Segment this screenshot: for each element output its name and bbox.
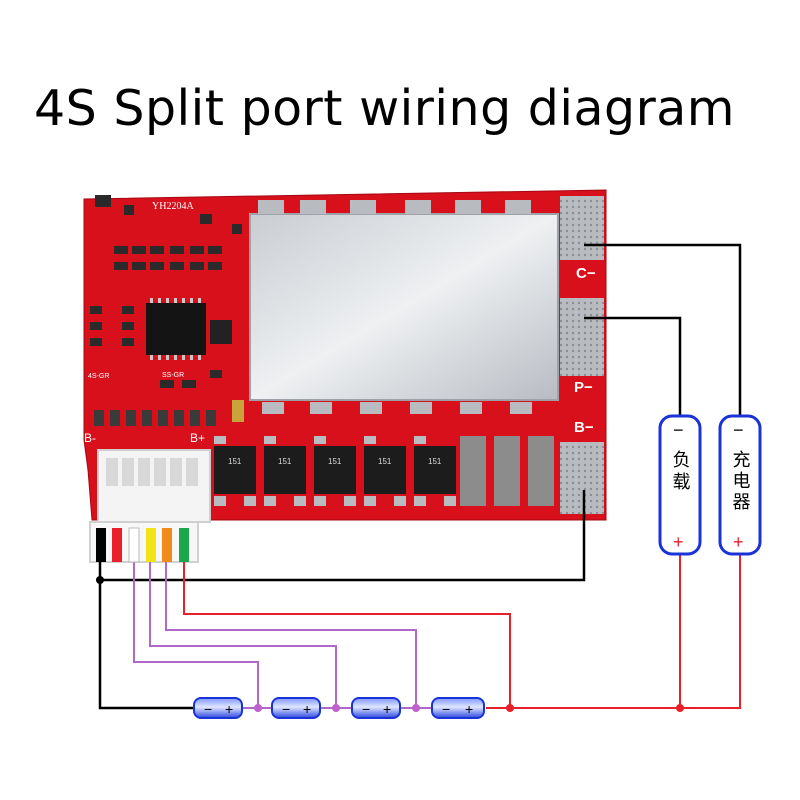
silk-b-minus: B- (84, 431, 96, 445)
cell-pos-sign: + (383, 701, 391, 717)
bms-board: YH2204A B- B+ 4S-GR SS-GR 151 151 151 15… (83, 189, 607, 563)
wire-junction (96, 576, 104, 584)
wire-charger-neg (584, 243, 742, 416)
connector-slots (106, 458, 198, 486)
charger-label: 充电器 (730, 450, 751, 513)
heatsink (249, 213, 559, 401)
wire-pack-positive (486, 552, 741, 709)
port-label-p-minus: P− (574, 379, 593, 396)
port-label-b-minus: B− (574, 419, 594, 436)
battery-cell: − + (271, 697, 321, 719)
silk-b-plus: B+ (190, 431, 205, 445)
port-label-c-minus: C− (576, 265, 596, 282)
diagram-title: 4S Split port wiring diagram (34, 80, 736, 137)
mosfet-markings: 151 151 151 151 151 (228, 457, 442, 466)
charger-device: − 充电器 + (718, 414, 762, 556)
mosfet-marking: 151 (328, 457, 342, 466)
cell-pos-sign: + (465, 701, 473, 717)
terminal-pad-p (560, 298, 604, 376)
load-device: − 负载 + (658, 414, 702, 556)
bottom-pad-row (262, 402, 532, 414)
silk-small-mid: SS-GR (162, 372, 184, 379)
mosfet-pads (214, 436, 456, 506)
mosfet-marking: 151 (278, 457, 292, 466)
balance-wire-3 (165, 562, 417, 708)
ic-pins (150, 298, 201, 360)
smd-components (90, 195, 242, 388)
balance-wire-4 (183, 562, 511, 708)
cell-neg-sign: − (204, 701, 212, 717)
top-pad-row (258, 200, 531, 214)
negative-wires (98, 243, 742, 710)
resistor-row (94, 400, 244, 426)
terminal-pad-b (560, 442, 604, 514)
balance-wire-1 (133, 562, 259, 708)
cell-neg-sign: − (282, 701, 290, 717)
terminal-pad-c (560, 196, 604, 260)
cell-neg-sign: − (362, 701, 370, 717)
mosfet-marking: 151 (228, 457, 242, 466)
charger-neg-sign: − (733, 420, 744, 440)
small-ic (210, 320, 232, 344)
charger-pos-sign: + (733, 532, 744, 552)
connector-wire-stubs (96, 527, 189, 563)
battery-cell: − + (351, 697, 401, 719)
battery-cell: − + (431, 697, 485, 719)
mosfet-marking: 151 (378, 457, 392, 466)
cell-pos-sign: + (303, 701, 311, 717)
positive-junction (506, 704, 514, 712)
cell-pos-sign: + (225, 701, 233, 717)
power-resistors (460, 436, 554, 506)
cell-neg-sign: − (442, 701, 450, 717)
positive-wires (183, 552, 741, 709)
mosfet-marking: 151 (428, 457, 442, 466)
wire-load-neg (584, 316, 682, 416)
load-label: 负载 (670, 450, 691, 494)
balance-junctions (254, 704, 420, 712)
balance-mosfets (214, 446, 456, 494)
load-neg-sign: − (673, 420, 684, 440)
positive-junction (676, 704, 684, 712)
balance-wire-2 (149, 562, 337, 708)
wire-b-minus (100, 490, 586, 582)
balance-wires (133, 562, 417, 708)
board-model-marking: YH2204A (152, 201, 194, 212)
bms-ic-chip (146, 303, 206, 355)
battery-cell: − + (193, 697, 243, 719)
wire-battery-neg (98, 562, 196, 710)
battery-cells: − + − + − + − + (193, 697, 485, 719)
load-pos-sign: + (673, 532, 684, 552)
silk-small-left: 4S-GR (88, 373, 109, 380)
